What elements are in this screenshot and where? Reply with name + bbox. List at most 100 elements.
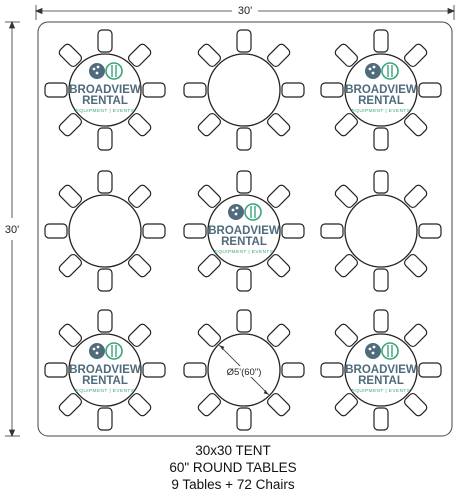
chair	[44, 362, 68, 378]
round-table	[207, 53, 281, 127]
chair	[197, 323, 222, 348]
chair	[236, 29, 252, 53]
logo-line-1: BROADVIEW	[69, 364, 141, 376]
logo-line-1: BROADVIEW	[345, 84, 417, 96]
logo-tagline: EQUIPMENT | EVENTS	[352, 388, 411, 394]
chair	[97, 268, 113, 292]
plate-icon	[244, 203, 262, 221]
ball-icon	[89, 63, 105, 79]
chair	[58, 253, 83, 278]
chair	[142, 82, 166, 98]
chair	[418, 82, 442, 98]
chair	[334, 392, 359, 417]
ball-icon	[89, 343, 105, 359]
chair	[373, 29, 389, 53]
chair	[58, 392, 83, 417]
chair	[266, 392, 291, 417]
caption-tent-size: 30x30 TENT	[195, 443, 271, 458]
chair	[197, 392, 222, 417]
chair	[373, 407, 389, 431]
height-dimension	[5, 20, 20, 438]
chair	[236, 309, 252, 333]
logo-line-2: RENTAL	[221, 236, 267, 248]
width-label: 30'	[238, 5, 252, 17]
plate-icon	[381, 342, 399, 360]
round-table	[68, 333, 142, 407]
chair	[44, 223, 68, 239]
round-table	[68, 53, 142, 127]
round-table	[344, 333, 418, 407]
width-dimension	[34, 5, 456, 20]
plate-icon	[381, 62, 399, 80]
logo-tagline: EQUIPMENT | EVENTS	[76, 108, 135, 114]
chair	[334, 253, 359, 278]
ball-icon	[365, 343, 381, 359]
logo-line-2: RENTAL	[358, 375, 404, 387]
ball-icon	[365, 63, 381, 79]
ball-icon	[228, 204, 244, 220]
chair	[58, 43, 83, 68]
chair	[373, 309, 389, 333]
logo-line-2: RENTAL	[358, 95, 404, 107]
chair	[236, 127, 252, 151]
chair	[236, 268, 252, 292]
round-table-set	[44, 170, 166, 292]
chair	[334, 184, 359, 209]
chair	[97, 309, 113, 333]
chair	[127, 392, 152, 417]
chair	[373, 268, 389, 292]
chair	[320, 82, 344, 98]
chair	[58, 112, 83, 137]
chair	[334, 112, 359, 137]
chair	[97, 127, 113, 151]
table-size-label: Ø5'(60")	[227, 367, 262, 378]
logo-tagline: EQUIPMENT | EVENTS	[76, 388, 135, 394]
chair	[197, 253, 222, 278]
caption-table-type: 60" ROUND TABLES	[169, 460, 297, 475]
chair	[334, 323, 359, 348]
caption-counts: 9 Tables + 72 Chairs	[171, 477, 295, 492]
chair	[127, 253, 152, 278]
logo-line-2: RENTAL	[82, 375, 128, 387]
chair	[197, 43, 222, 68]
chair	[403, 323, 428, 348]
chair	[403, 253, 428, 278]
chair	[373, 127, 389, 151]
logo-tagline: EQUIPMENT | EVENTS	[352, 108, 411, 114]
chair	[142, 362, 166, 378]
chair	[320, 362, 344, 378]
round-table	[344, 53, 418, 127]
tent-outline	[37, 21, 453, 437]
chair	[97, 407, 113, 431]
round-table-set: Ø5'(60")	[183, 309, 305, 431]
chair	[127, 112, 152, 137]
chair	[58, 323, 83, 348]
chair	[266, 112, 291, 137]
chair	[334, 43, 359, 68]
logo-tagline: EQUIPMENT | EVENTS	[215, 249, 274, 255]
logo-line-1: BROADVIEW	[69, 84, 141, 96]
chair	[266, 43, 291, 68]
chair	[127, 43, 152, 68]
chair	[97, 29, 113, 53]
chair	[183, 362, 207, 378]
chair	[403, 43, 428, 68]
chair	[236, 407, 252, 431]
chair	[197, 112, 222, 137]
round-table	[68, 194, 142, 268]
chair	[266, 253, 291, 278]
round-table	[207, 194, 281, 268]
chair	[320, 223, 344, 239]
chair	[373, 170, 389, 194]
height-label: 30'	[5, 224, 19, 236]
chair	[418, 223, 442, 239]
